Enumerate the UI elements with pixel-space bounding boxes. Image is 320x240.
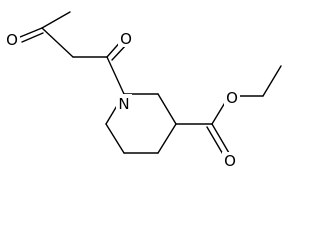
bond-ester-c-o-carbonyl-a bbox=[211, 123, 230, 154]
bond-ch2-ch3 bbox=[262, 65, 282, 97]
atom-o-ketone: O bbox=[6, 31, 18, 49]
bond-c2ring-c3ring bbox=[157, 93, 177, 125]
chemical-structure-diagram: O O N O O bbox=[6, 11, 282, 170]
bond-c2-ch2 bbox=[41, 27, 74, 58]
bond-ch3-c2 bbox=[41, 11, 71, 29]
bond-c2-ketone-o-a bbox=[19, 27, 43, 38]
bond-amide-c-n bbox=[106, 56, 125, 95]
atom-n-ring: N bbox=[118, 95, 129, 113]
bond-ester-c-o-carbonyl-b bbox=[206, 126, 225, 157]
bond-c2-ketone-o-b bbox=[21, 32, 44, 43]
atom-o-ester-ether: O bbox=[226, 89, 238, 107]
atom-o-ester-carbonyl: O bbox=[224, 152, 236, 170]
bond-c5ring-c6ring bbox=[105, 123, 125, 154]
bond-c3ring-c4ring bbox=[157, 123, 177, 154]
atom-o-amide: O bbox=[120, 30, 132, 48]
